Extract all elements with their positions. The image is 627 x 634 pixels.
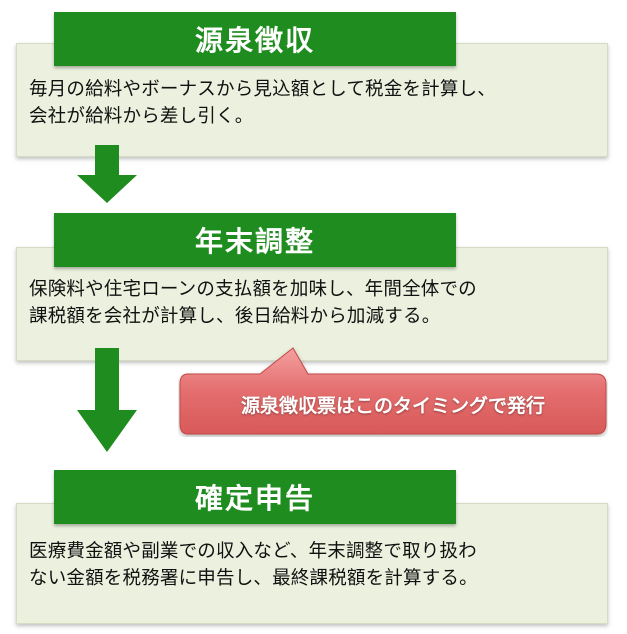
step3-description-line1: 医療費金額や副業での収入など、年末調整で取り扱わ (29, 541, 477, 562)
step3-header: 確定申告 (54, 470, 456, 524)
callout-text: 源泉徴収票はこのタイミングで発行 (240, 394, 545, 417)
step1-description-line2: 会社が給料から差し引く。 (29, 106, 254, 127)
step2-header: 年末調整 (54, 213, 456, 267)
step1-description-line1: 毎月の給料やボーナスから見込額として税金を計算し、 (29, 79, 496, 100)
down-arrow-1 (77, 145, 137, 203)
step3-description-line2: ない金額を税務署に申告し、最終課税額を計算する。 (29, 568, 478, 589)
step2-description-line1: 保険料や住宅ローンの支払額を加味し、年間全体での (29, 279, 477, 300)
step2-description-line2: 課税額を会社が計算し、後日給料から加減する。 (29, 306, 441, 327)
down-arrow-2 (77, 348, 137, 452)
callout-bubble (179, 347, 607, 435)
step1-header: 源泉徴収 (54, 12, 456, 66)
